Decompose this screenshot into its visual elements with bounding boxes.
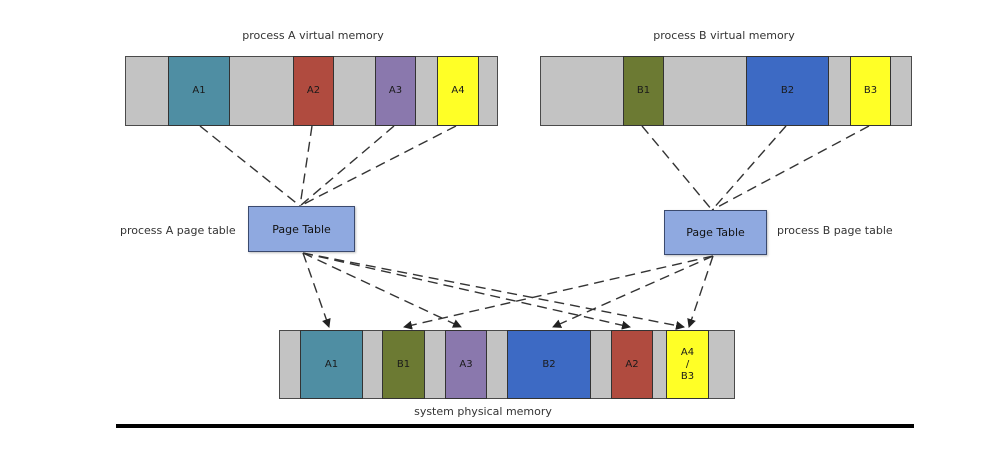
link-a1-to-page-table-a <box>199 125 301 207</box>
physical-frame-a1-label: A1 <box>324 358 339 370</box>
virtual-page-a3-label: A3 <box>388 85 403 96</box>
process-a-virtual-memory-bar: A1 A2 A3 A4 <box>125 56 498 126</box>
physical-frame-a3: A3 <box>445 330 487 399</box>
link-a2-to-page-table-a <box>299 125 313 207</box>
system-physical-memory-bar: A1 B1 A3 B2 A2 A4 / B3 <box>279 330 735 399</box>
process-a-page-table-caption: process A page table <box>120 224 236 237</box>
process-b-page-table: Page Table <box>664 210 767 255</box>
link-page-table-a-to-a4b3 <box>302 252 685 330</box>
link-b2-to-page-table-b <box>711 125 787 211</box>
virtual-page-a4: A4 <box>437 56 479 126</box>
virtual-page-b3: B3 <box>850 56 891 126</box>
physical-frame-shared-slash: / <box>685 358 690 370</box>
virtual-page-b2: B2 <box>746 56 829 126</box>
process-b-virtual-memory-bar: B1 B2 B3 <box>540 56 912 126</box>
physical-frame-b2-label: B2 <box>542 358 556 370</box>
link-page-table-b-to-a4b3 <box>687 255 714 328</box>
link-page-table-b-to-b1 <box>403 255 714 330</box>
physical-frame-b1: B1 <box>382 330 425 399</box>
process-a-page-table-label: Page Table <box>272 222 331 236</box>
virtual-page-b1-label: B1 <box>636 85 651 96</box>
process-b-page-table-label: Page Table <box>686 226 745 239</box>
link-a4-to-page-table-a <box>299 125 457 207</box>
physical-frame-a2-label: A2 <box>625 358 639 370</box>
process-a-virtual-memory-title: process A virtual memory <box>242 29 384 42</box>
virtual-page-a2-label: A2 <box>306 85 321 96</box>
bottom-divider <box>116 424 914 428</box>
virtual-page-b1: B1 <box>623 56 664 126</box>
virtual-page-a1-label: A1 <box>192 85 206 96</box>
physical-frame-a3-label: A3 <box>459 358 473 370</box>
link-page-table-b-to-b2 <box>552 255 714 328</box>
link-b3-to-page-table-b <box>711 125 870 211</box>
physical-frame-a4-label: A4 <box>680 346 695 358</box>
physical-frame-a1: A1 <box>300 330 363 399</box>
link-b1-to-page-table-b <box>641 125 713 211</box>
system-physical-memory-caption: system physical memory <box>414 405 552 418</box>
process-b-virtual-memory-title: process B virtual memory <box>653 29 795 42</box>
virtual-page-a2: A2 <box>293 56 334 126</box>
virtual-page-a1: A1 <box>168 56 230 126</box>
process-a-page-table: Page Table <box>248 206 355 252</box>
physical-frame-a4-b3: A4 / B3 <box>666 330 709 399</box>
physical-frame-a2: A2 <box>611 330 653 399</box>
link-page-table-a-to-a3 <box>302 252 462 328</box>
virtual-page-b2-label: B2 <box>780 85 795 96</box>
virtual-page-a3: A3 <box>375 56 416 126</box>
link-page-table-a-to-a2 <box>302 252 631 330</box>
virtual-page-a4-label: A4 <box>451 85 465 96</box>
physical-frame-b2: B2 <box>507 330 591 399</box>
physical-frame-b1-label: B1 <box>396 358 411 370</box>
process-b-page-table-caption: process B page table <box>777 224 893 237</box>
physical-frame-b3-label: B3 <box>680 370 695 382</box>
link-a3-to-page-table-a <box>299 125 395 207</box>
link-page-table-a-to-a1 <box>302 252 331 328</box>
virtual-page-b3-label: B3 <box>863 85 878 96</box>
